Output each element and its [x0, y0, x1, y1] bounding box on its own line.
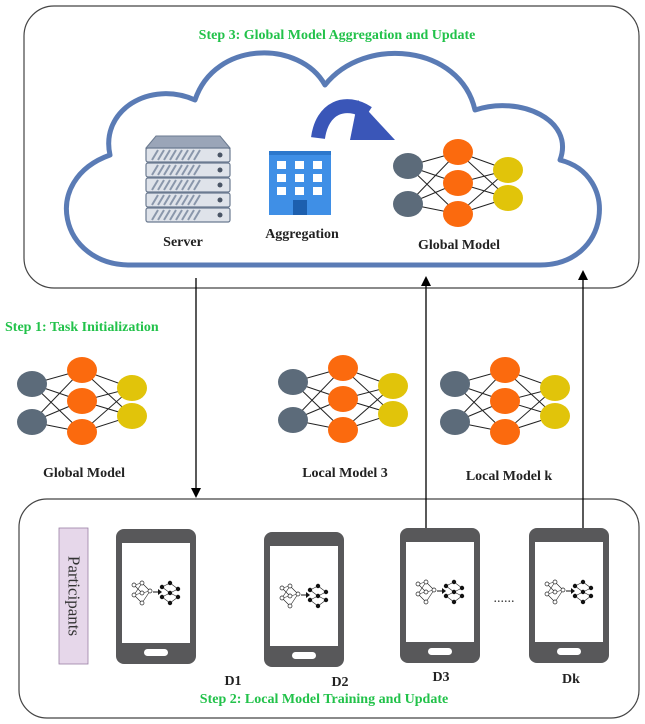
device-d1-phone: [116, 529, 196, 664]
participants-panel: [18, 498, 640, 719]
device-d3-phone: [400, 528, 480, 663]
cloud-global-model-label: Global Model: [418, 238, 500, 253]
participants-label-box: [58, 527, 89, 665]
device-d3-label: D3: [432, 670, 449, 685]
device-d1-label: D1: [224, 674, 241, 689]
global-model-label: Global Model: [43, 466, 125, 481]
step2-label: Step 2: Local Model Training and Update: [200, 692, 448, 707]
device-d2-label: D2: [331, 675, 348, 690]
aggregation-label: Aggregation: [265, 227, 339, 242]
device-dk-phone: [529, 528, 609, 663]
ellipsis: ......: [494, 591, 515, 606]
global-model-nn: [16, 356, 148, 446]
local-model-3-nn: [277, 354, 409, 444]
device-d2-phone: [264, 532, 344, 667]
local-model-k-nn: [439, 356, 571, 446]
local-model-3-label: Local Model 3: [302, 466, 388, 481]
step1-label: Step 1: Task Initialization: [5, 320, 159, 335]
participants-label: Participants: [65, 556, 84, 636]
device-dk-label: Dk: [562, 672, 580, 687]
curved-arrow-icon: [311, 99, 395, 140]
server-label: Server: [163, 235, 203, 250]
aggregation-building-icon: [269, 151, 331, 215]
step3-label: Step 3: Global Model Aggregation and Upd…: [199, 28, 476, 43]
local-model-k-label: Local Model k: [466, 469, 553, 484]
server-icon: [144, 135, 232, 223]
